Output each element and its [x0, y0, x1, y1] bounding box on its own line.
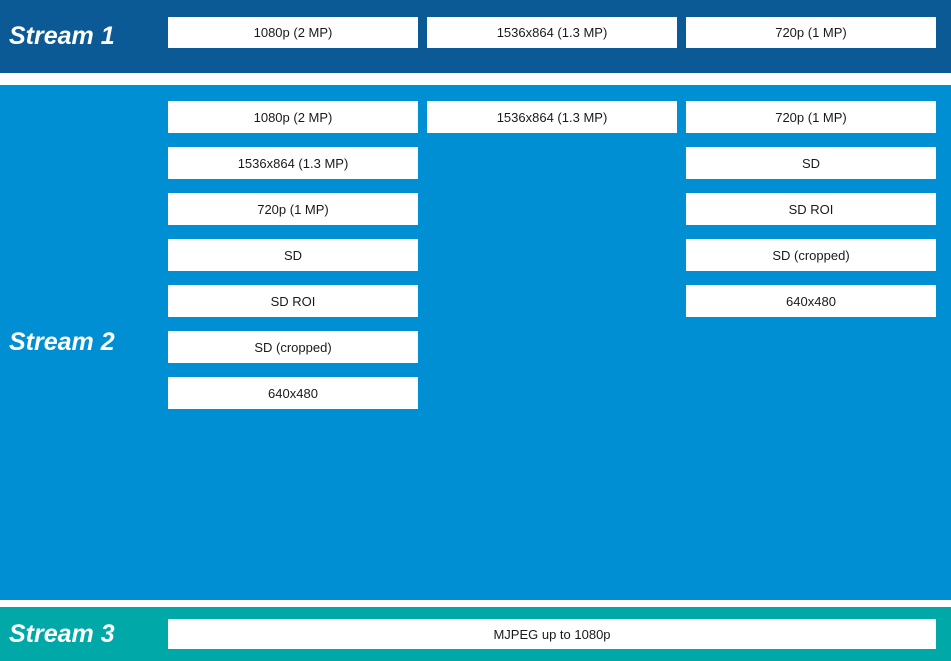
stream2-resolution-box: 1536x864 (1.3 MP) [427, 101, 677, 133]
stream2-resolution-box: 640x480 [686, 285, 936, 317]
stream3-label: Stream 3 [9, 619, 115, 648]
stream2-band: Stream 2 1080p (2 MP) 1536x864 (1.3 MP) … [0, 85, 951, 600]
stream2-resolution-box: 640x480 [168, 377, 418, 409]
stream3-resolution-box: MJPEG up to 1080p [168, 619, 936, 649]
stream2-resolution-box: 1080p (2 MP) [168, 101, 418, 133]
stream2-resolution-box: 720p (1 MP) [686, 101, 936, 133]
stream1-resolution-box: 1536x864 (1.3 MP) [427, 17, 677, 48]
stream2-resolution-box: SD ROI [168, 285, 418, 317]
stream1-label: Stream 1 [9, 22, 115, 50]
stream1-band: Stream 1 1080p (2 MP) 1536x864 (1.3 MP) … [0, 0, 951, 73]
stream2-resolution-box: SD [168, 239, 418, 271]
stream2-resolution-box: SD ROI [686, 193, 936, 225]
stream2-resolution-box: SD [686, 147, 936, 179]
stream1-resolution-box: 1080p (2 MP) [168, 17, 418, 48]
stream2-resolution-box: SD (cropped) [168, 331, 418, 363]
stream2-resolution-box: 1536x864 (1.3 MP) [168, 147, 418, 179]
stream2-label: Stream 2 [9, 328, 115, 356]
stream3-band: Stream 3 MJPEG up to 1080p [0, 607, 951, 661]
stream1-resolution-box: 720p (1 MP) [686, 17, 936, 48]
stream2-resolution-box: SD (cropped) [686, 239, 936, 271]
stream2-resolution-box: 720p (1 MP) [168, 193, 418, 225]
